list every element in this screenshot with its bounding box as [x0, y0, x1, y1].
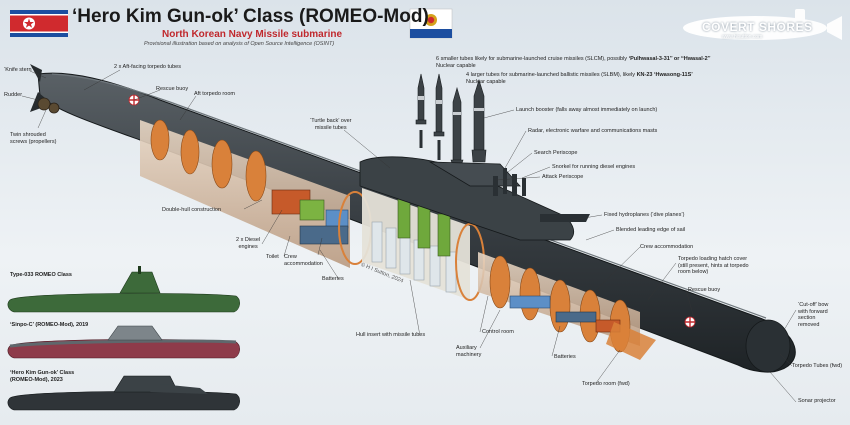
- comparison-title-sinpo-c: ‘Sinpo-C’ (ROMEO-Mod), 2019: [10, 322, 89, 328]
- label-search-periscope: Search Periscope: [534, 150, 578, 156]
- label-twin-screws: Twin shrouded screws (propellers): [10, 132, 57, 145]
- label-sonar-projector: Sonar projector: [798, 398, 836, 404]
- label-aft-torpedo-room: Aft torpedo room: [194, 91, 235, 97]
- label-launch-booster: Launch booster (falls away almost immedi…: [516, 107, 658, 113]
- rescue-buoy-fwd-icon: [684, 316, 696, 328]
- bow-end: [745, 319, 791, 373]
- label-radar-masts: Radar, electronic warfare and communicat…: [528, 128, 658, 134]
- label-rudder: Rudder: [4, 92, 23, 98]
- covert-shores-logo-icon: [683, 9, 842, 40]
- label-diesel-engines: 2 x Diesel engines: [236, 237, 261, 250]
- label-hull-insert: Hull insert with missile tubes: [356, 332, 426, 338]
- label-control-room: Control room: [482, 329, 514, 335]
- label-attack-periscope: Attack Periscope: [542, 174, 584, 180]
- label-slbm: 4 larger tubes for submarine-launched ba…: [466, 72, 693, 85]
- page-title: ‘Hero Kim Gun-ok’ Class (ROMEO-Mod): [72, 6, 429, 27]
- label-knife-stern: ‘Knife stern’: [4, 67, 33, 73]
- label-double-hull: Double-hull construction: [162, 207, 222, 213]
- comparison-title-romeo: Type-033 ROMEO Class: [10, 272, 72, 278]
- label-blended-sail: Blended leading edge of sail: [616, 227, 686, 233]
- label-turtle-back: ‘Turtle back’ over missile tubes: [310, 118, 352, 131]
- label-torpedo-tubes-fwd: Torpedo Tubes (fwd): [792, 363, 843, 369]
- north-korea-flag-icon: [10, 10, 68, 37]
- label-slcm: 6 smaller tubes likely for submarine-lau…: [436, 56, 711, 69]
- label-crew-fwd: Crew accommodation: [640, 244, 694, 250]
- comparison-romeo: [7, 266, 240, 313]
- label-snorkel: Snorkel for running diesel engines: [552, 164, 636, 170]
- comparison-title-hero-kim: ‘Hero Kim Gun-ok’ Class (ROMEO-Mod), 202…: [10, 370, 75, 383]
- label-torpedo-room-fwd: Torpedo room (fwd): [582, 381, 630, 387]
- comparison-sinpo-c: [7, 325, 240, 359]
- covert-shores-logo-text: COVERT SHORES: [702, 20, 813, 34]
- label-cutoff-bow: ‘Cut-off’ bow with forward section remov…: [798, 302, 829, 328]
- label-rescue-buoy-aft: Rescue buoy: [156, 86, 189, 92]
- label-torpedo-hatch: Torpedo loading hatch cover (still prese…: [678, 256, 749, 276]
- navy-ensign-icon: [409, 8, 453, 39]
- label-aft-torpedo-tubes: 2 x Aft-facing torpedo tubes: [114, 64, 181, 70]
- label-batteries-aft: Batteries: [322, 276, 344, 282]
- label-crew-aft: Crew accommodation: [284, 254, 323, 267]
- comparison-hero-kim: [7, 375, 240, 411]
- missiles-group: [415, 73, 487, 167]
- covert-shores-url: www.hisutton.com: [722, 34, 763, 40]
- source-credit: Provisional illustration based on analys…: [144, 41, 335, 47]
- label-rescue-buoy-fwd: Rescue buoy: [688, 287, 721, 293]
- label-auxiliary-machinery: Auxiliary machinery: [456, 345, 482, 358]
- page-subtitle: North Korean Navy Missile submarine: [162, 29, 343, 40]
- hull-cutaway: [140, 119, 656, 360]
- label-batteries-fwd: Batteries: [554, 354, 576, 360]
- label-fixed-hydroplanes: Fixed hydroplanes (‘dive planes’): [604, 212, 685, 218]
- label-toilet: Toilet: [266, 254, 279, 260]
- leader-lines: [21, 69, 797, 403]
